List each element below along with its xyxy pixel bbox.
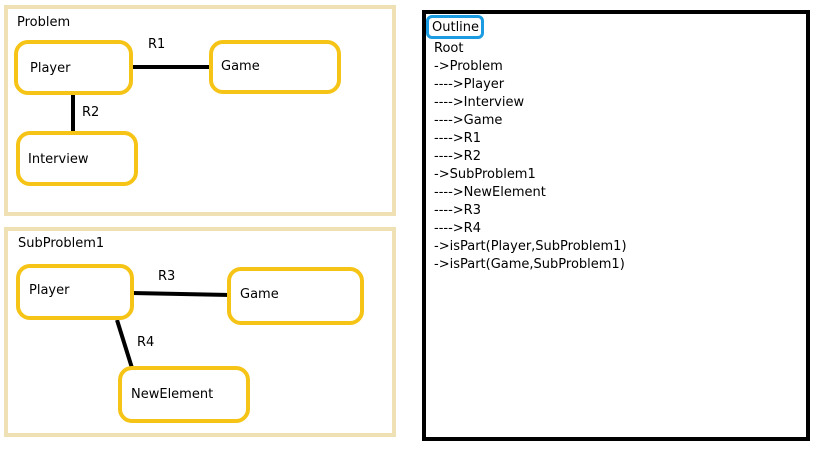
- node-new-element-label: NewElement: [131, 387, 214, 402]
- outline-item[interactable]: ---->Player: [434, 77, 505, 92]
- subproblem-panel: [4, 227, 396, 437]
- outline-item[interactable]: ---->R2: [434, 149, 481, 164]
- node-game-label: Game: [221, 59, 260, 74]
- problem-panel-title: Problem: [17, 15, 71, 30]
- outline-item[interactable]: ---->R3: [434, 203, 481, 218]
- node-player-label: Player: [30, 61, 71, 76]
- subproblem-panel-title: SubProblem1: [18, 236, 105, 251]
- outline-item[interactable]: ---->Game: [434, 113, 503, 128]
- node-game[interactable]: [209, 40, 341, 94]
- edge-label-r4: R4: [137, 335, 155, 350]
- outline-item[interactable]: ---->R1: [434, 131, 481, 146]
- outline-item[interactable]: ---->Interview: [434, 95, 525, 110]
- outline-item[interactable]: ->Problem: [434, 59, 503, 74]
- node-new-element[interactable]: [118, 366, 250, 423]
- outline-panel: [422, 10, 810, 441]
- node-player[interactable]: [14, 40, 133, 95]
- edge-label-r1: R1: [148, 37, 166, 52]
- outline-title[interactable]: Outline: [426, 15, 484, 39]
- edge-label-r3: R3: [158, 269, 176, 284]
- outline-item[interactable]: ---->R4: [434, 221, 481, 236]
- outline-item[interactable]: ---->NewElement: [434, 185, 546, 200]
- node-subproblem-game-label: Game: [240, 287, 279, 302]
- outline-title-label: Outline: [432, 20, 480, 35]
- edge-r4: [115, 319, 134, 369]
- outline-item[interactable]: ->isPart(Player,SubProblem1): [434, 239, 627, 254]
- edge-r3: [131, 291, 231, 297]
- problem-panel: [4, 5, 396, 216]
- edge-label-r2: R2: [82, 105, 100, 120]
- node-subproblem-player[interactable]: [16, 264, 134, 320]
- outline-item[interactable]: Root: [434, 41, 464, 56]
- outline-item[interactable]: ->SubProblem1: [434, 167, 536, 182]
- node-subproblem-player-label: Player: [29, 283, 70, 298]
- node-interview-label: Interview: [28, 152, 89, 167]
- outline-item[interactable]: ->isPart(Game,SubProblem1): [434, 257, 625, 272]
- node-interview[interactable]: [16, 131, 138, 186]
- node-subproblem-game[interactable]: [227, 267, 364, 325]
